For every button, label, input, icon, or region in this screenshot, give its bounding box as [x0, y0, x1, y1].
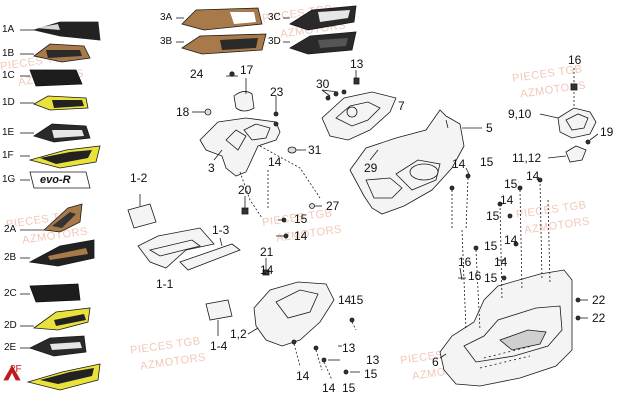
callout-3a: 3A [160, 12, 173, 23]
callout-16: 16 [568, 53, 582, 67]
callout-2d: 2D [4, 320, 17, 331]
part-9-10-bracket [557, 107, 597, 139]
part-1-4-pad [205, 299, 233, 321]
callout-20: 20 [238, 183, 252, 197]
callout-3b: 3B [160, 36, 173, 47]
callout-14: 14 [504, 233, 518, 247]
decal-2c [29, 283, 81, 303]
callout-14: 14 [294, 229, 308, 243]
callout-30: 30 [316, 77, 330, 91]
callout-1c: 1C [2, 70, 15, 81]
part-1-3-strip [179, 243, 241, 271]
callout-1b: 1B [2, 48, 15, 59]
callout-7: 7 [398, 99, 405, 113]
callout-1e: 1E [2, 127, 15, 138]
decal-1c [29, 69, 83, 87]
callout-19: 19 [600, 125, 614, 139]
callout-13: 13 [342, 341, 356, 355]
callout-6: 6 [432, 355, 439, 369]
callout-11-12: 11,12 [512, 151, 542, 165]
callout-17: 17 [240, 63, 254, 77]
part-1-1-floor-mat [137, 227, 215, 269]
callout-24: 24 [190, 67, 204, 81]
brand-logo-icon [3, 365, 21, 381]
callout-14: 14 [296, 369, 310, 383]
callout-18: 18 [176, 105, 190, 119]
part-1-2-pad [127, 203, 157, 229]
callout-14: 14 [526, 169, 540, 183]
callout-1a: 1A [2, 24, 15, 35]
callout-14: 14 [494, 255, 508, 269]
callout-31: 31 [308, 143, 322, 157]
callout-21: 21 [260, 245, 274, 259]
callout-15: 15 [486, 209, 500, 223]
callout-1f: 1F [2, 150, 14, 161]
callout-1g: 1G [2, 174, 16, 185]
callout-1-2: 1-2 [130, 171, 148, 185]
callout-1-2b: 1,2 [230, 327, 247, 341]
callout-14: 14 [338, 293, 352, 307]
callout-14: 14 [260, 263, 274, 277]
callout-9-10: 9,10 [508, 107, 532, 121]
callout-15: 15 [480, 155, 494, 169]
callout-29: 29 [364, 161, 378, 175]
callout-16: 16 [458, 255, 472, 269]
callout-1d: 1D [2, 97, 15, 108]
part-17-cap [233, 91, 255, 112]
callout-2e: 2E [4, 342, 17, 353]
callout-5: 5 [486, 121, 493, 135]
callout-2a: 2A [4, 224, 17, 235]
decal-1g-evo-text: evo-R [40, 174, 71, 186]
callout-3c: 3C [268, 12, 281, 23]
part-11-12-hook [565, 145, 587, 163]
callout-14: 14 [500, 193, 514, 207]
callout-14: 14 [322, 381, 336, 395]
callout-15: 15 [484, 271, 498, 285]
callout-1-1: 1-1 [156, 277, 174, 291]
callout-1-3: 1-3 [212, 223, 230, 237]
callout-27: 27 [326, 199, 340, 213]
decal-2b [28, 239, 95, 267]
callout-2c: 2C [4, 288, 17, 299]
callout-15: 15 [484, 239, 498, 253]
part-5-inner-shield [349, 109, 465, 215]
callout-15: 15 [342, 381, 356, 395]
part-7-storage-tray [321, 91, 397, 141]
callout-16: 16 [468, 269, 482, 283]
callout-1-4: 1-4 [210, 339, 228, 353]
decal-1g [29, 171, 91, 189]
callout-2f: 2F [10, 364, 22, 375]
decal-1a [32, 21, 101, 41]
callout-22: 22 [592, 311, 606, 325]
callout-3d: 3D [268, 36, 281, 47]
callout-2b: 2B [4, 252, 17, 263]
callout-15: 15 [294, 212, 308, 226]
callout-14: 14 [452, 157, 466, 171]
callout-15: 15 [364, 367, 378, 381]
callout-13: 13 [350, 57, 364, 71]
callout-22: 22 [592, 293, 606, 307]
callout-15: 15 [504, 177, 518, 191]
callout-3: 3 [208, 161, 215, 175]
callout-15: 15 [350, 293, 364, 307]
part-6-floor-panel [439, 269, 573, 387]
callout-13: 13 [366, 353, 380, 367]
callout-14: 14 [268, 155, 282, 169]
part-1-2-front-lower-cover [253, 281, 335, 347]
callout-23: 23 [270, 85, 284, 99]
